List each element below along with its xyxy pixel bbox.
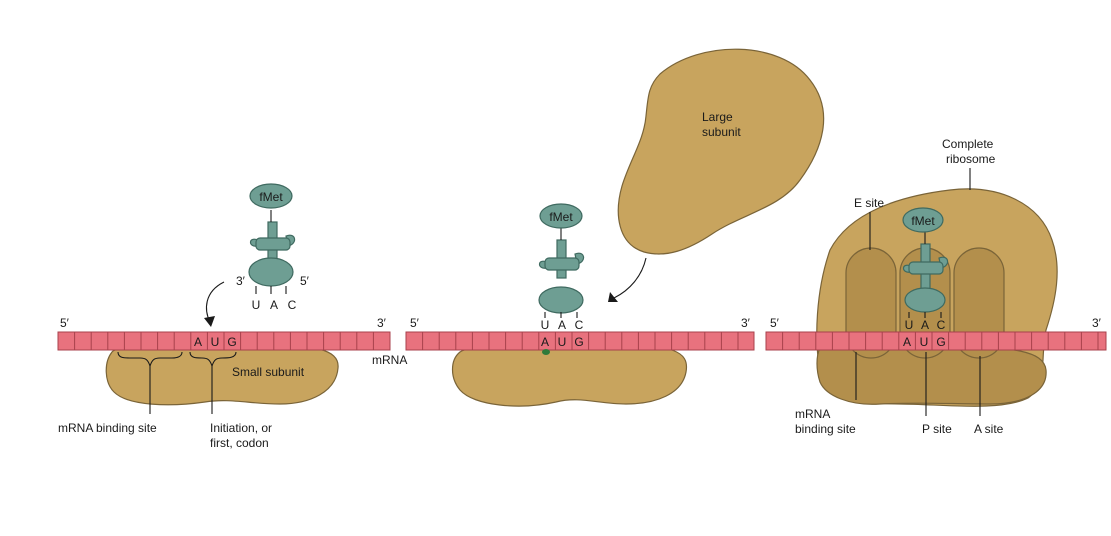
codon-a-1: A <box>194 335 202 349</box>
panel-1: fMet 3′ 5′ U A C 5′ 3′ A U G Small subun… <box>57 183 407 450</box>
arrow-2 <box>613 257 647 299</box>
large-subunit-label-line2: subunit <box>702 125 741 139</box>
initiation-codon-label-line2: first, codon <box>210 436 269 450</box>
codon-u-3: U <box>920 335 929 349</box>
small-subunit-label: Small subunit <box>232 365 305 379</box>
complete-ribosome-label-line2: ribosome <box>946 152 996 166</box>
a-site-label: A site <box>974 422 1004 436</box>
mrna-3prime-label-2: 3′ <box>741 316 751 330</box>
a-site-shape <box>953 247 1005 359</box>
mrna-3prime-label-3: 3′ <box>1092 316 1102 330</box>
mrna-binding-site-label: mRNA binding site <box>58 421 157 435</box>
anticodon-u-3: U <box>905 318 914 332</box>
anticodon-a-3: A <box>921 318 929 332</box>
mrna-ticks-2 <box>422 332 739 350</box>
fmet-bubble-1 <box>249 183 293 209</box>
initiation-codon-label-line1: Initiation, or <box>210 421 272 435</box>
e-site-label: E site <box>854 196 884 210</box>
anticodon-u-1: U <box>252 298 261 312</box>
initiator-trna-1: fMet <box>248 183 296 294</box>
fmet-label-2: fMet <box>549 210 573 224</box>
large-subunit-label-line1: Large <box>702 110 733 124</box>
mrna-ticks-1 <box>74 332 374 350</box>
arrow-1-head <box>204 316 215 327</box>
codon-g-2: G <box>574 335 583 349</box>
codon-u-1: U <box>211 335 220 349</box>
initiator-trna-3: fMet <box>902 207 949 318</box>
mrna-strand-2 <box>405 331 755 351</box>
codon-g-3: G <box>936 335 945 349</box>
fmet-bubble-3 <box>902 207 944 233</box>
trna-5prime-label: 5′ <box>300 274 310 288</box>
initiator-trna-2: fMet <box>538 203 585 318</box>
codon-a-3: A <box>903 335 911 349</box>
fmet-label-3: fMet <box>911 214 935 228</box>
codon-a-2: A <box>541 335 549 349</box>
anticodon-c-1: C <box>288 298 297 312</box>
anticodon-a-2: A <box>558 318 566 332</box>
mrna-binding-label-line1: mRNA <box>795 407 830 421</box>
panel-2: Large subunit fMet U A C 5′ 3′ A U G <box>405 48 825 407</box>
arrow-2-head <box>608 292 618 302</box>
anticodon-c-3: C <box>937 318 946 332</box>
arrow-1 <box>205 281 225 323</box>
complete-ribosome-label-line1: Complete <box>942 137 994 151</box>
p-site-label: P site <box>922 422 952 436</box>
small-subunit-shape-2 <box>451 342 688 407</box>
panel-3: fMet U A C 5′ 3′ A U G Complete ribosome… <box>765 137 1107 436</box>
mrna-5prime-label-1: 5′ <box>60 316 70 330</box>
anticodon-u-2: U <box>541 318 550 332</box>
codon-g-1: G <box>227 335 236 349</box>
mrna-strand-3 <box>765 331 1107 351</box>
fmet-bubble-2 <box>539 203 583 229</box>
codon-u-2: U <box>558 335 567 349</box>
green-dot <box>542 349 550 355</box>
mrna-binding-label-line2: binding site <box>795 422 856 436</box>
mrna-5prime-label-3: 5′ <box>770 316 780 330</box>
e-site-shape <box>845 247 897 359</box>
mrna-ticks-3 <box>782 332 1099 350</box>
mrna-label: mRNA <box>372 353 407 367</box>
anticodon-c-2: C <box>575 318 584 332</box>
trna-3prime-label: 3′ <box>236 274 246 288</box>
mrna-3prime-label-1: 3′ <box>377 316 387 330</box>
fmet-label-1: fMet <box>259 190 283 204</box>
large-subunit-shape <box>617 48 825 255</box>
anticodon-a-1: A <box>270 298 278 312</box>
mrna-5prime-label-2: 5′ <box>410 316 420 330</box>
